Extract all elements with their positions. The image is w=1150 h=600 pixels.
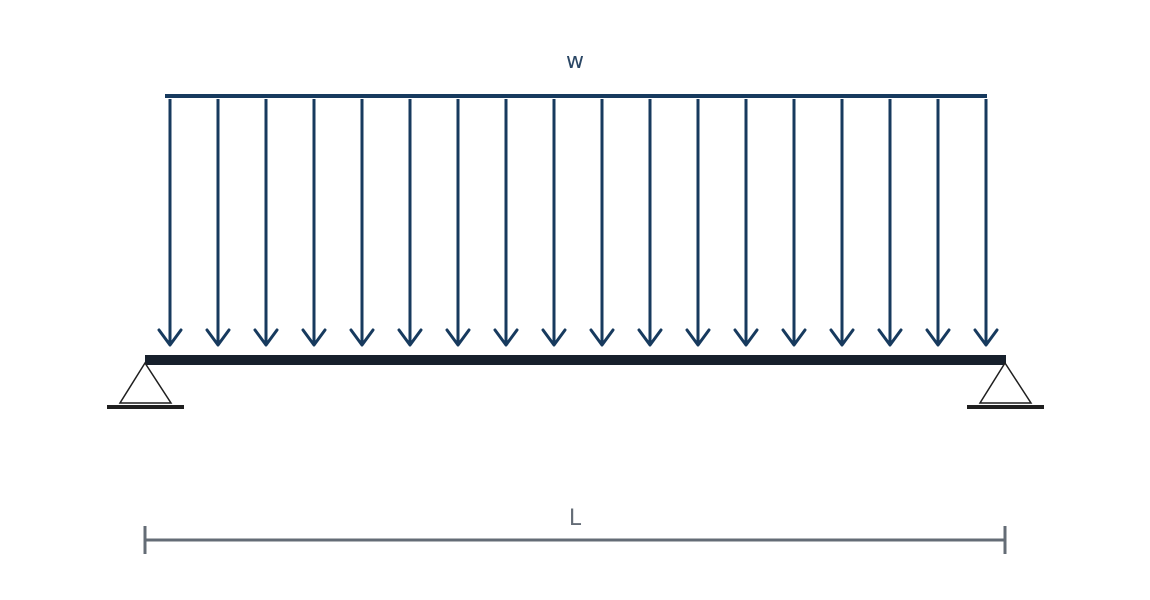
load-arrow-head [205,328,231,347]
load-arrow [685,99,711,347]
load-arrow-head [253,328,279,347]
load-arrows [157,99,999,347]
load-arrow-head [493,328,519,347]
right-support-triangle [978,361,1033,404]
load-arrow-head [445,328,471,347]
left-support-triangle [118,361,173,404]
load-arrow [829,99,855,347]
load-arrow-head [157,328,183,347]
load-arrow [637,99,663,347]
load-arrow [973,99,999,347]
load-arrow [445,99,471,347]
load-arrow-head [973,328,999,347]
load-arrow-head [589,328,615,347]
load-arrow-head [925,328,951,347]
load-label: w [566,49,584,74]
load-arrow [877,99,903,347]
span-dimension [143,526,1007,554]
load-arrow-head [829,328,855,347]
load-arrow-head [301,328,327,347]
load-arrow-head [685,328,711,347]
load-arrow-head [637,328,663,347]
load-arrow [157,99,183,347]
span-label: L [569,506,582,531]
right-pin-support [967,361,1044,409]
load-arrow [925,99,951,347]
load-arrow [301,99,327,347]
load-arrow-head [877,328,903,347]
load-arrow [253,99,279,347]
load-arrow-head [781,328,807,347]
load-arrow [733,99,759,347]
load-arrow [589,99,615,347]
load-arrow-head [349,328,375,347]
load-arrow [397,99,423,347]
left-pin-support [107,361,184,409]
load-arrow-head [397,328,423,347]
load-arrow-head [733,328,759,347]
load-arrow [349,99,375,347]
load-arrow [781,99,807,347]
load-arrow [493,99,519,347]
load-arrow [541,99,567,347]
load-arrow [205,99,231,347]
load-arrow-head [541,328,567,347]
